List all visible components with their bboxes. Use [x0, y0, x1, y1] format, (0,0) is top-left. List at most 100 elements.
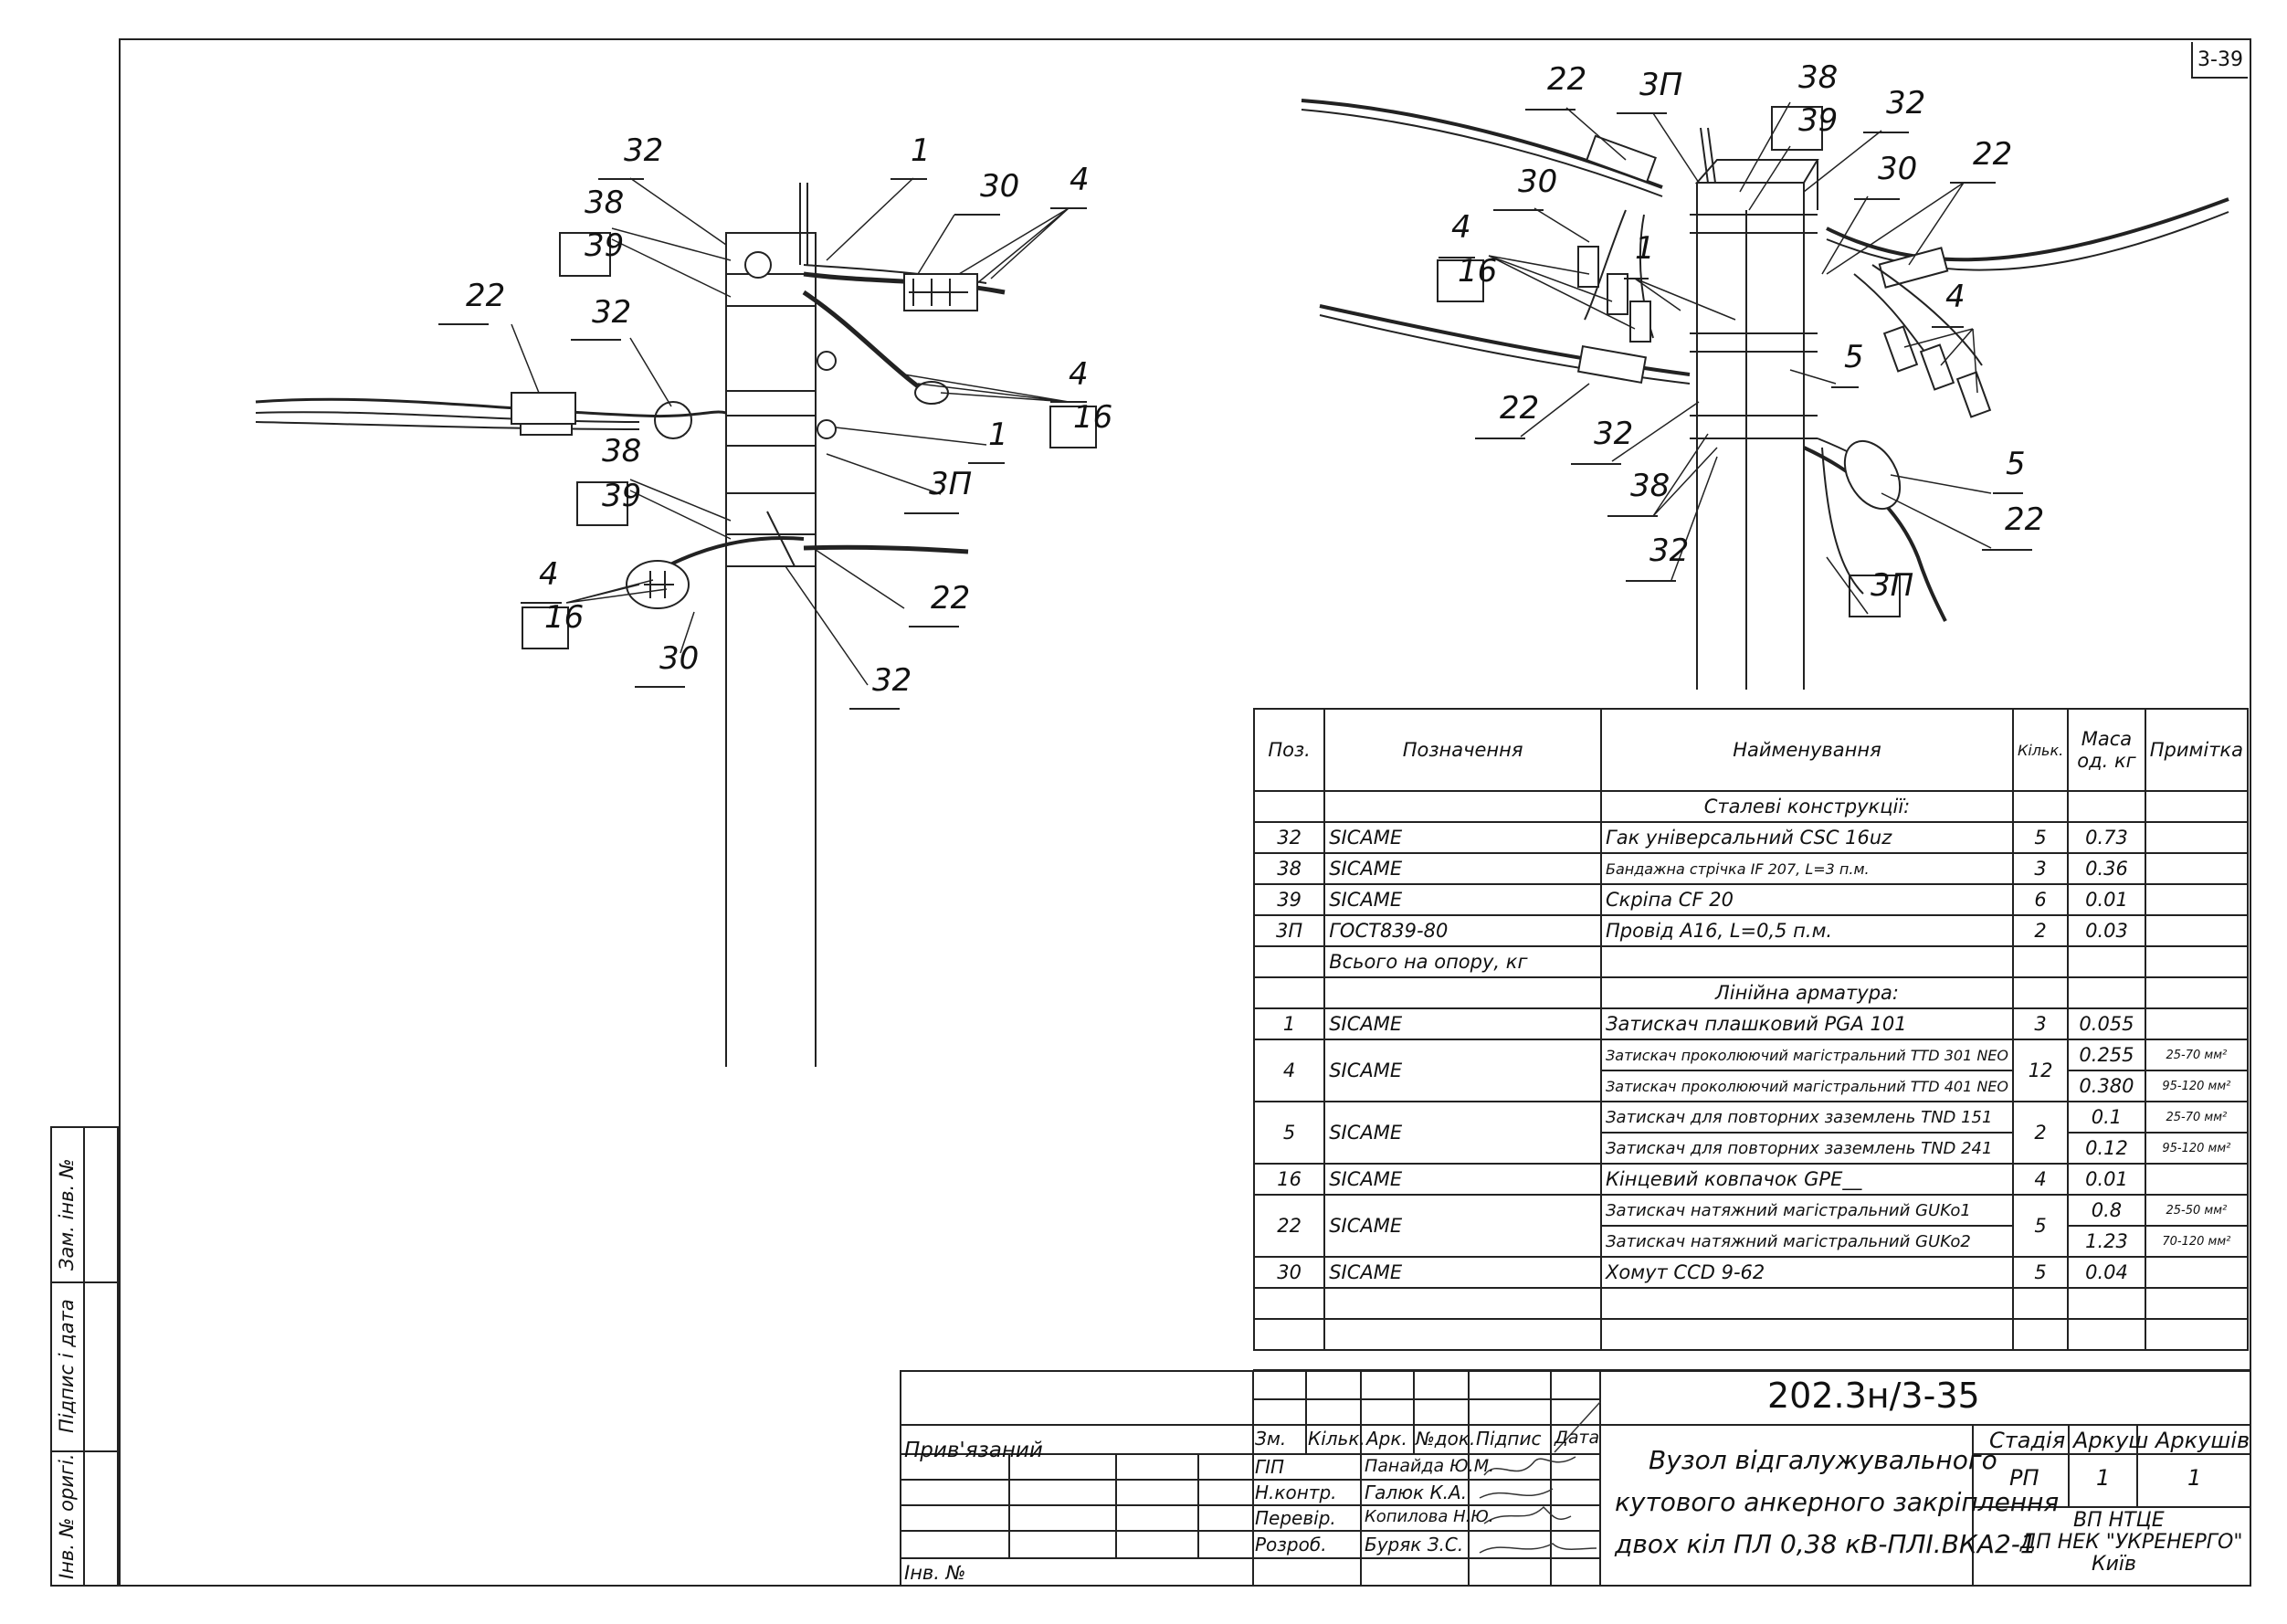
empty-row — [1252, 1287, 2250, 1320]
position-label: 32 — [1594, 416, 1633, 452]
cell-name: Затискач для повторних заземлень TND 241 — [1600, 1132, 2014, 1165]
position-label: 4 — [539, 556, 559, 593]
cell-mass: 0.36 — [2067, 852, 2146, 885]
side-stamp: Зам. інв. № Підпис і дата Інв. № оригі. — [50, 1126, 119, 1587]
position-label: 32 — [872, 662, 912, 699]
cell-mass: 0.255 — [2067, 1039, 2146, 1071]
role-gip: ГІП — [1255, 1456, 1285, 1478]
cell-note — [2144, 914, 2250, 947]
right-pole-perspective-view — [1301, 99, 2229, 690]
position-label: 38 — [602, 433, 641, 469]
spec-header-row: Поз. Позначення Найменування Кільк. Маса… — [1252, 708, 2250, 792]
cell-note: 25-50 мм² — [2144, 1194, 2250, 1227]
cell-name: Гак універсальний CSC 16uz — [1600, 821, 2014, 854]
signature-scribbles — [1479, 1401, 1601, 1554]
cell-code: SICAME — [1323, 1039, 1602, 1102]
cell-name: Затискач проколюючий магістральний TTD 3… — [1600, 1039, 2014, 1071]
cell-mass: 0.8 — [2067, 1194, 2146, 1227]
header-name: Найменування — [1600, 708, 2014, 792]
position-label: 30 — [980, 168, 1019, 205]
position-label: 1 — [911, 132, 931, 169]
cell-note — [2144, 821, 2250, 854]
table-row: 5 SICAME Затискач для повторних заземлен… — [1252, 1101, 2250, 1165]
cell-note: 95-120 мм² — [2144, 1132, 2250, 1165]
position-label: 3П — [1871, 567, 1913, 604]
cell-pos: 1 — [1252, 1007, 1326, 1040]
position-label: 16 — [1458, 253, 1497, 290]
cell-pos: 5 — [1252, 1101, 1326, 1165]
cell-qty: 6 — [2011, 883, 2070, 916]
position-label: 22 — [2005, 501, 2044, 538]
table-row: 4 SICAME Затискач проколюючий магістраль… — [1252, 1039, 2250, 1102]
name-checked: Копилова Н.Ю. — [1365, 1507, 1494, 1526]
position-label: 39 — [602, 478, 641, 514]
header-qty: Кільк. — [2011, 708, 2070, 792]
cell-code: SICAME — [1323, 821, 1602, 854]
position-label: 32 — [592, 294, 631, 331]
col-header-sign: Підпис — [1476, 1428, 1542, 1450]
cell-name: Провід А16, L=0,5 п.м. — [1600, 914, 2014, 947]
cell-pos: 16 — [1252, 1163, 1326, 1196]
cell-mass: 1.23 — [2067, 1225, 2146, 1258]
role-checked: Перевір. — [1255, 1507, 1336, 1529]
specification-table: Поз. Позначення Найменування Кільк. Маса… — [1252, 708, 2250, 1351]
cell-pos: 30 — [1252, 1256, 1326, 1289]
org-line-1: ВП НТЦЕ — [2073, 1509, 2165, 1532]
position-label: 22 — [1500, 390, 1539, 427]
cell-name: Затискач натяжний магістральний GUKo1 — [1600, 1194, 2014, 1227]
drawing-frame: 3-39 — [119, 38, 2251, 1587]
cell-code: SICAME — [1323, 883, 1602, 916]
position-label: 32 — [624, 132, 663, 169]
position-label: 30 — [659, 640, 699, 677]
cell-name: Бандажна стрічка IF 207, L=3 п.м. — [1600, 852, 2014, 885]
cell-qty: 3 — [2011, 852, 2070, 885]
cell-pos: 32 — [1252, 821, 1326, 854]
side-stamp-label-col — [50, 1126, 85, 1587]
header-note: Примітка — [2144, 708, 2250, 792]
position-label: 16 — [544, 599, 584, 636]
cell-name: Скріпа CF 20 — [1600, 883, 2014, 916]
cell-mass: 0.01 — [2067, 883, 2146, 916]
position-label: 4 — [1069, 356, 1089, 393]
table-row: 1 SICAME Затискач плашковий PGA 101 3 0.… — [1252, 1007, 2250, 1040]
cell-note: 25-70 мм² — [2144, 1039, 2250, 1071]
col-header-sheet: Арк. — [1366, 1428, 1407, 1450]
empty-row — [1252, 1318, 2250, 1351]
position-label: 38 — [1630, 468, 1670, 504]
section-steel: Сталеві конструкції: — [1600, 790, 2014, 823]
position-label: 5 — [2006, 446, 2026, 482]
cell-mass: 0.380 — [2067, 1070, 2146, 1102]
cell-note — [2144, 883, 2250, 916]
cell-qty: 3 — [2011, 1007, 2070, 1040]
position-label: 1 — [988, 417, 1008, 453]
cell-qty: 5 — [2011, 821, 2070, 854]
left-pole-view — [255, 177, 1097, 1067]
position-label: 5 — [1844, 339, 1864, 375]
position-label: 39 — [585, 227, 624, 264]
position-label: 22 — [466, 278, 505, 314]
cell-note: 25-70 мм² — [2144, 1101, 2250, 1134]
cell-code: SICAME — [1323, 852, 1602, 885]
header-mass: Маса од. кг — [2067, 708, 2146, 792]
table-row: 22 SICAME Затискач натяжний магістральни… — [1252, 1194, 2250, 1258]
cell-code: SICAME — [1323, 1163, 1602, 1196]
cell-mass: 0.1 — [2067, 1101, 2146, 1134]
col-header-qty: Кільк. — [1308, 1428, 1365, 1450]
cell-pos: 4 — [1252, 1039, 1326, 1102]
table-row: 30 SICAME Хомут CCD 9-62 5 0.04 — [1252, 1256, 2250, 1289]
stage-header: Стадія — [1989, 1428, 2066, 1453]
position-label: 38 — [585, 185, 624, 221]
position-label: 4 — [1451, 209, 1471, 246]
position-label: 16 — [1073, 399, 1112, 436]
name-norm-control: Галюк К.А. — [1365, 1482, 1468, 1503]
position-label: 22 — [1547, 61, 1586, 98]
position-label: 38 — [1798, 59, 1838, 96]
cell-pos: 39 — [1252, 883, 1326, 916]
position-label: 32 — [1649, 533, 1689, 569]
cell-pos: 38 — [1252, 852, 1326, 885]
position-label: 4 — [1070, 162, 1090, 198]
